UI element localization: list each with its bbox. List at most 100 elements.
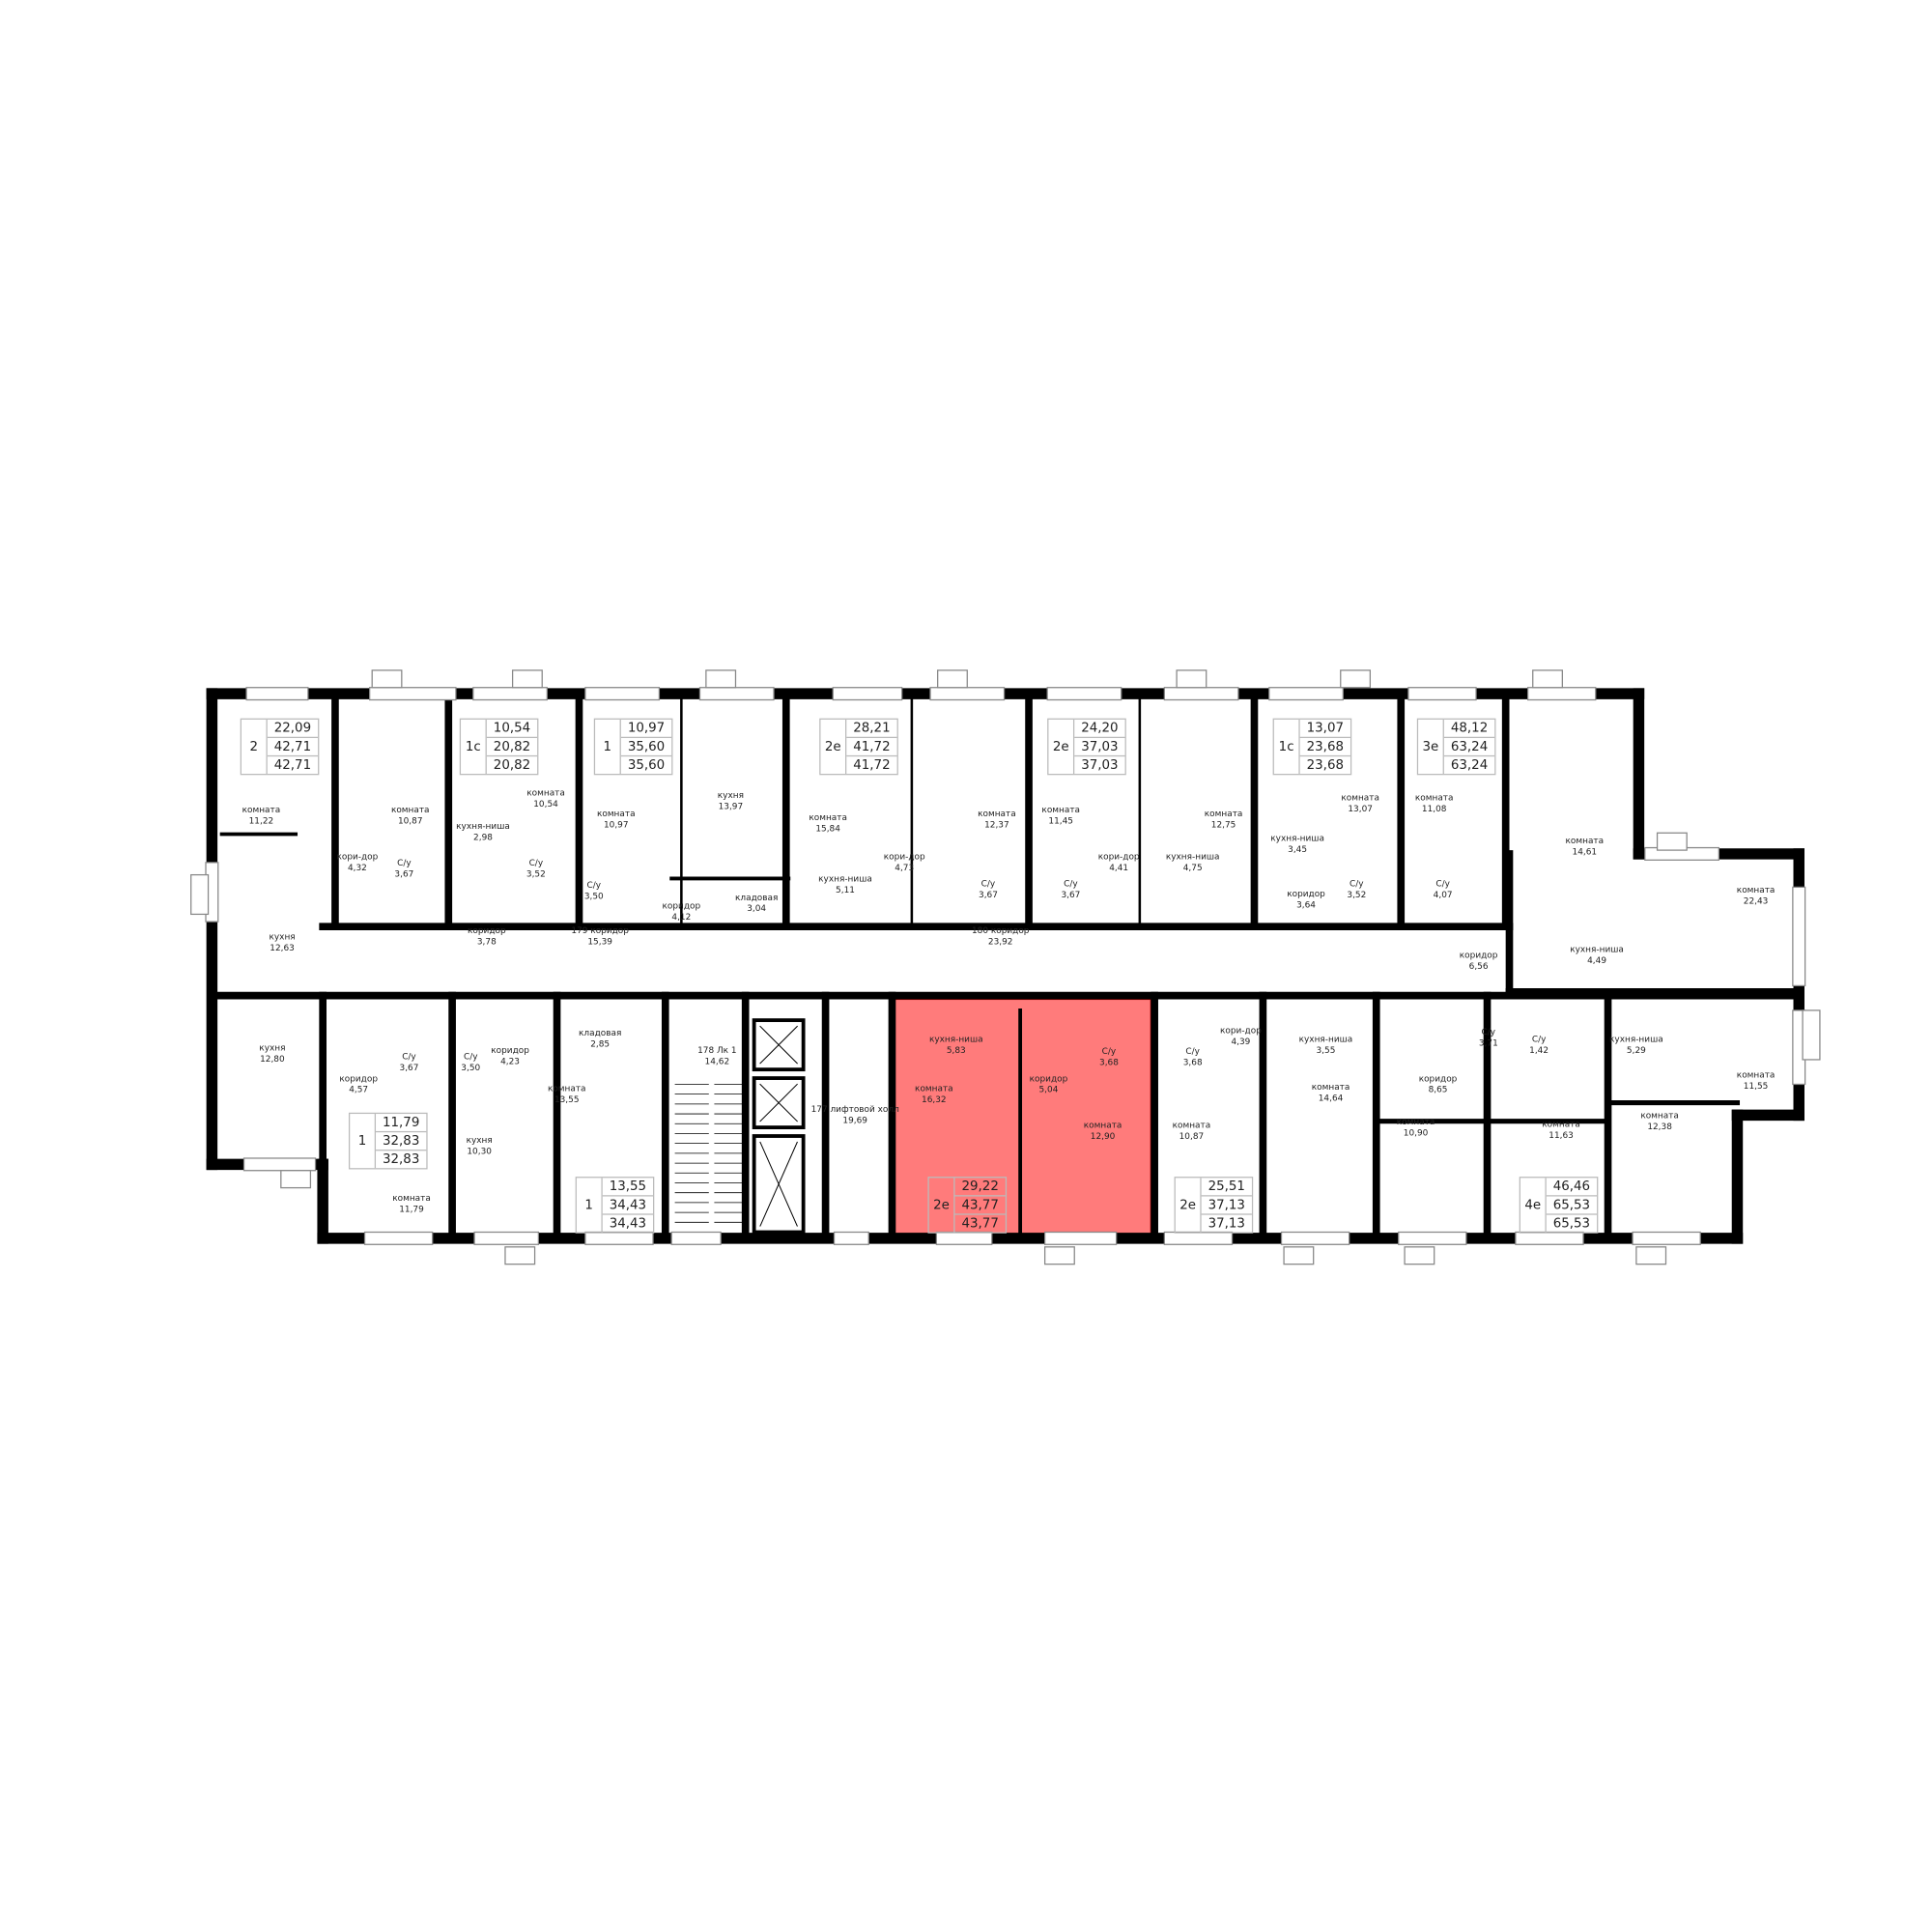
room-name: кухня-ниша bbox=[1609, 1034, 1663, 1044]
balcony bbox=[1656, 832, 1688, 851]
room-name: кухня-ниша bbox=[1298, 1034, 1353, 1044]
window bbox=[832, 687, 903, 701]
room-name: кори-дор bbox=[336, 852, 379, 863]
apartment-type: 2е bbox=[820, 719, 847, 775]
elevator-cross bbox=[759, 1025, 798, 1065]
total-area: 42,71 bbox=[267, 738, 319, 757]
window bbox=[1046, 687, 1122, 701]
selected-apartment-highlight[interactable] bbox=[891, 996, 1154, 1238]
total-area-with-balcony: 32,83 bbox=[383, 1151, 420, 1167]
total-area: 43,77 bbox=[954, 1197, 1006, 1215]
total-area: 32,83 bbox=[376, 1132, 427, 1151]
room-name: кухня bbox=[269, 931, 296, 943]
room-area: 4,73 bbox=[895, 862, 915, 873]
room-area: 8,65 bbox=[1428, 1084, 1448, 1094]
elevator-shaft bbox=[752, 1134, 806, 1235]
total-area: 41,72 bbox=[846, 738, 897, 757]
window bbox=[245, 687, 309, 701]
room-name: 179 коридор bbox=[571, 925, 629, 936]
balcony bbox=[705, 669, 737, 689]
room-area: 4,23 bbox=[500, 1056, 520, 1066]
apartment-type: 4е bbox=[1520, 1178, 1547, 1233]
living-area: 28,21 bbox=[846, 720, 897, 739]
room-name: кухня bbox=[466, 1135, 493, 1146]
total-area-with-balcony: 41,72 bbox=[853, 757, 891, 773]
room-area: 10,30 bbox=[467, 1146, 492, 1156]
window bbox=[1268, 687, 1344, 701]
window bbox=[1515, 1231, 1584, 1245]
total-area: 63,24 bbox=[1443, 738, 1495, 757]
room-name: С/у bbox=[1064, 879, 1078, 890]
room-name: кладовая bbox=[735, 893, 779, 903]
apartment-type: 1с bbox=[1274, 719, 1300, 775]
room-name: комната bbox=[242, 805, 281, 815]
total-area-with-balcony: 34,43 bbox=[609, 1215, 647, 1232]
room-name: С/у bbox=[980, 879, 996, 890]
room-name: комната bbox=[1041, 805, 1081, 815]
room-name: комната bbox=[1204, 809, 1243, 819]
apartment-type: 1 bbox=[350, 1114, 377, 1169]
room-name: С/у bbox=[402, 1051, 416, 1062]
room-name: С/у bbox=[1481, 1027, 1496, 1037]
apartment-type: 1 bbox=[577, 1178, 603, 1233]
window bbox=[369, 687, 457, 701]
room-name: комната bbox=[1565, 836, 1605, 846]
window bbox=[1632, 1231, 1701, 1245]
total-area: 35,60 bbox=[620, 738, 672, 757]
room-area: 3,68 bbox=[1099, 1057, 1119, 1067]
room-area: 4,57 bbox=[349, 1084, 369, 1094]
total-area-with-balcony: 63,24 bbox=[1450, 757, 1489, 773]
room-name: С/у bbox=[1350, 879, 1364, 890]
room-area: 12,37 bbox=[984, 819, 1009, 830]
room-name: С/у bbox=[1435, 879, 1450, 890]
room-name: кухня-ниша bbox=[456, 821, 510, 832]
total-area-with-balcony: 35,60 bbox=[627, 757, 666, 773]
total-area: 23,68 bbox=[1299, 738, 1350, 757]
room-name: кухня bbox=[717, 790, 744, 801]
living-area: 48,12 bbox=[1443, 720, 1495, 739]
window bbox=[584, 1231, 654, 1245]
window bbox=[472, 687, 548, 701]
room-name: комната bbox=[526, 787, 565, 798]
room-name: коридор bbox=[1029, 1073, 1068, 1084]
apartment-type: 1с bbox=[461, 719, 487, 775]
living-area: 11,79 bbox=[376, 1114, 427, 1133]
room-area: 6,56 bbox=[1468, 960, 1489, 972]
window bbox=[1526, 687, 1597, 701]
room-area: 10,97 bbox=[603, 819, 629, 830]
